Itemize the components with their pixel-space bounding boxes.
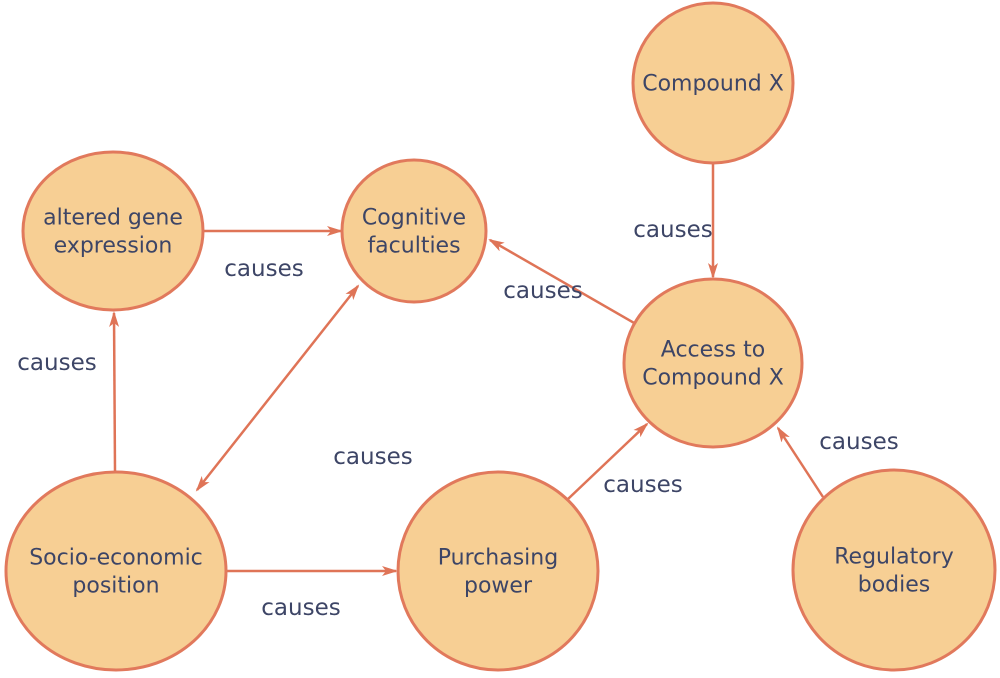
node-label: power (464, 574, 533, 599)
node-purchasing-power[interactable]: Purchasing power (396, 470, 600, 672)
node-label: Socio-economic (29, 546, 203, 571)
node-label: Regulatory (834, 545, 954, 570)
edge-label: causes (17, 350, 96, 376)
altered-gene-expression-circle[interactable] (21, 150, 205, 312)
node-label: faculties (367, 234, 460, 259)
edge-label: causes (603, 472, 682, 498)
node-compound-x[interactable]: Compound X (631, 1, 795, 165)
node-label: Compound X (642, 366, 784, 391)
node-label: bodies (858, 573, 931, 598)
edge-access-to-compound-x-to-cognitive-faculties[interactable] (488, 238, 642, 329)
edge-purchasing-power-to-access-to-compound-x[interactable] (567, 422, 649, 500)
edge-label: causes (224, 256, 303, 282)
node-label: Access to (661, 338, 765, 363)
edge-label: causes (503, 278, 582, 304)
node-regulatory-bodies[interactable]: Regulatory bodies (791, 468, 997, 672)
node-label: expression (54, 234, 173, 259)
edge-label: causes (261, 595, 340, 621)
node-access-to-compound-x[interactable]: Access to Compound X (622, 277, 804, 449)
node-label: altered gene (43, 206, 183, 231)
edge-socio-economic-position-to-altered-gene-expression[interactable] (109, 311, 120, 472)
socio-economic-position-circle[interactable] (4, 470, 228, 672)
cognitive-faculties-circle[interactable] (340, 158, 488, 304)
node-socio-economic-position[interactable]: Socio-economic position (4, 470, 228, 672)
compound-x-circle[interactable] (631, 1, 795, 165)
purchasing-power-circle[interactable] (396, 470, 600, 672)
node-cognitive-faculties[interactable]: Cognitive faculties (340, 158, 488, 304)
edge-socio-economic-position-to-cognitive-faculties[interactable] (195, 284, 360, 492)
node-label: position (72, 574, 159, 599)
edge-label: causes (819, 429, 898, 455)
regulatory-bodies-circle[interactable] (791, 468, 997, 672)
node-altered-gene-expression[interactable]: altered gene expression (21, 150, 205, 312)
node-label: Purchasing (438, 546, 558, 571)
edge-regulatory-bodies-to-access-to-compound-x[interactable] (776, 426, 825, 498)
edge-label: causes (333, 444, 412, 470)
node-label: Cognitive (362, 206, 466, 231)
edge-label: causes (633, 217, 712, 243)
node-label: Compound X (642, 72, 784, 97)
access-to-compound-x-circle[interactable] (622, 277, 804, 449)
